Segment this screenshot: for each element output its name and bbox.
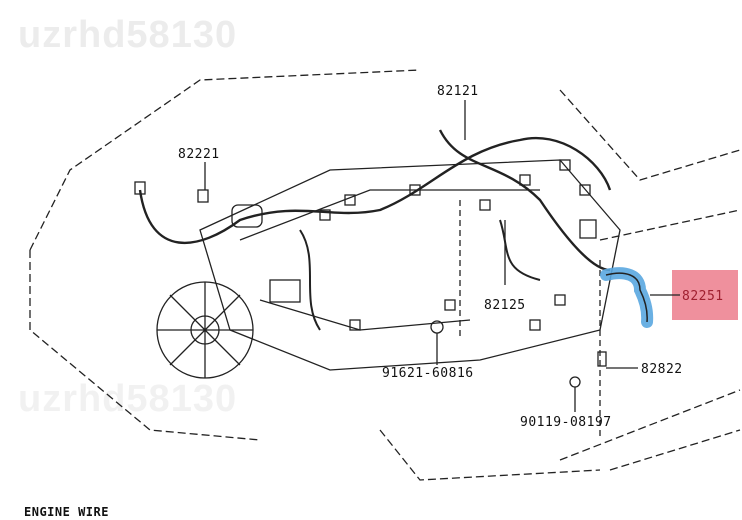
bolt-90119 (569, 376, 581, 388)
label-82221[interactable]: 82221 (178, 147, 220, 162)
watermark: uzrhd58130 (18, 14, 238, 56)
label-90119-08197[interactable]: 90119-08197 (520, 415, 612, 430)
diagram-caption: ENGINE WIRE (24, 505, 109, 519)
connectors (134, 159, 597, 331)
highlighted-part-82251 (600, 267, 654, 328)
label-82121[interactable]: 82121 (437, 84, 479, 99)
label-82251[interactable]: 82251 (682, 289, 724, 304)
label-82822[interactable]: 82822 (641, 362, 683, 377)
watermark-2: uzrhd58130 (18, 378, 238, 420)
label-82125[interactable]: 82125 (484, 298, 526, 313)
label-highlight (672, 270, 738, 320)
label-91621-60816[interactable]: 91621-60816 (382, 366, 474, 381)
clamp-82822 (597, 351, 607, 367)
hood-outline (29, 69, 421, 251)
wire-harness (138, 136, 612, 245)
